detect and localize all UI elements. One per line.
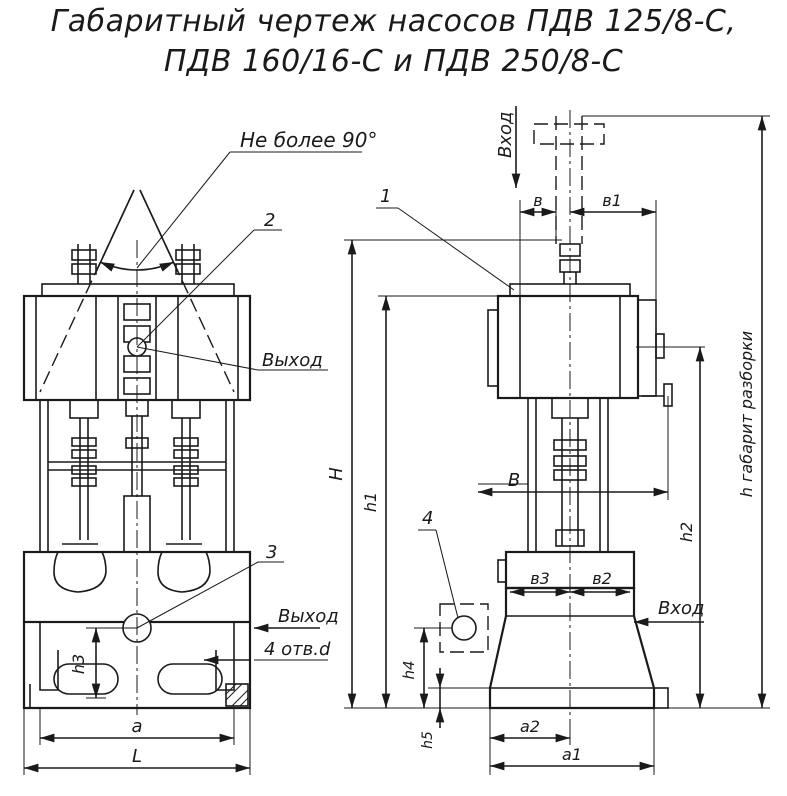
front-top-cap [41, 283, 235, 297]
side-upper-body [496, 294, 640, 400]
dim-h4: h4 [400, 660, 418, 679]
angle-note-label: Не более 90° [240, 128, 377, 152]
side-pedestal [488, 586, 656, 710]
front-left-plunger [69, 399, 99, 540]
front-left-crank-boss [53, 551, 107, 593]
dim-a2: a2 [520, 717, 540, 736]
front-right-bolt [175, 244, 201, 284]
inlet-side-label: Вход [658, 598, 704, 619]
outlet-label-top: Выход [262, 350, 323, 371]
front-mounting-hole-hatch [225, 683, 249, 707]
dim-h3: h3 [69, 654, 88, 674]
holes-label: 4 отв.d [264, 639, 331, 660]
front-right-foot-slot [157, 663, 223, 695]
outlet-label-bottom: Выход [278, 606, 339, 627]
dim-b2: в2 [592, 569, 612, 588]
dim-B: В [508, 470, 520, 491]
drawing-title-line-2: ПДВ 160/16-С и ПДВ 250/8-С [163, 44, 624, 79]
side-suction-circle [451, 615, 477, 641]
front-right-plunger [171, 399, 201, 540]
callout-1: 1 [380, 186, 391, 207]
callout-4: 4 [422, 508, 433, 529]
dim-h5: h5 [420, 731, 436, 749]
dim-a: a [131, 716, 142, 737]
callout-3: 3 [266, 542, 277, 563]
dim-b1: в1 [602, 191, 622, 210]
front-left-bolt [71, 244, 97, 284]
dim-h-total: h габарит разборки [737, 331, 756, 497]
callout-2: 2 [264, 210, 275, 231]
drawing-title-line-1: Габаритный чертеж насосов ПДВ 125/8-С, [50, 4, 737, 39]
dim-b: в [533, 191, 542, 210]
dim-a1: a1 [562, 745, 582, 764]
side-view: Вход в в1 1 Н h1 В h2 h габарит разбо [326, 106, 770, 775]
dim-b3: в3 [530, 569, 550, 588]
front-right-crank-boss [157, 551, 211, 593]
dim-L: L [132, 746, 142, 767]
angle-arc [99, 261, 175, 272]
dim-H: Н [326, 467, 347, 481]
side-valve-block [637, 299, 657, 397]
dim-h1: h1 [361, 492, 380, 512]
front-left-foot-slot [53, 663, 119, 695]
front-view: Не более 90° 2 Выход 3 Выход 4 отв.d h3 … [22, 128, 377, 775]
inlet-top-label: Вход [495, 112, 516, 158]
side-handwheel [533, 123, 605, 145]
dim-h2: h2 [677, 522, 696, 542]
